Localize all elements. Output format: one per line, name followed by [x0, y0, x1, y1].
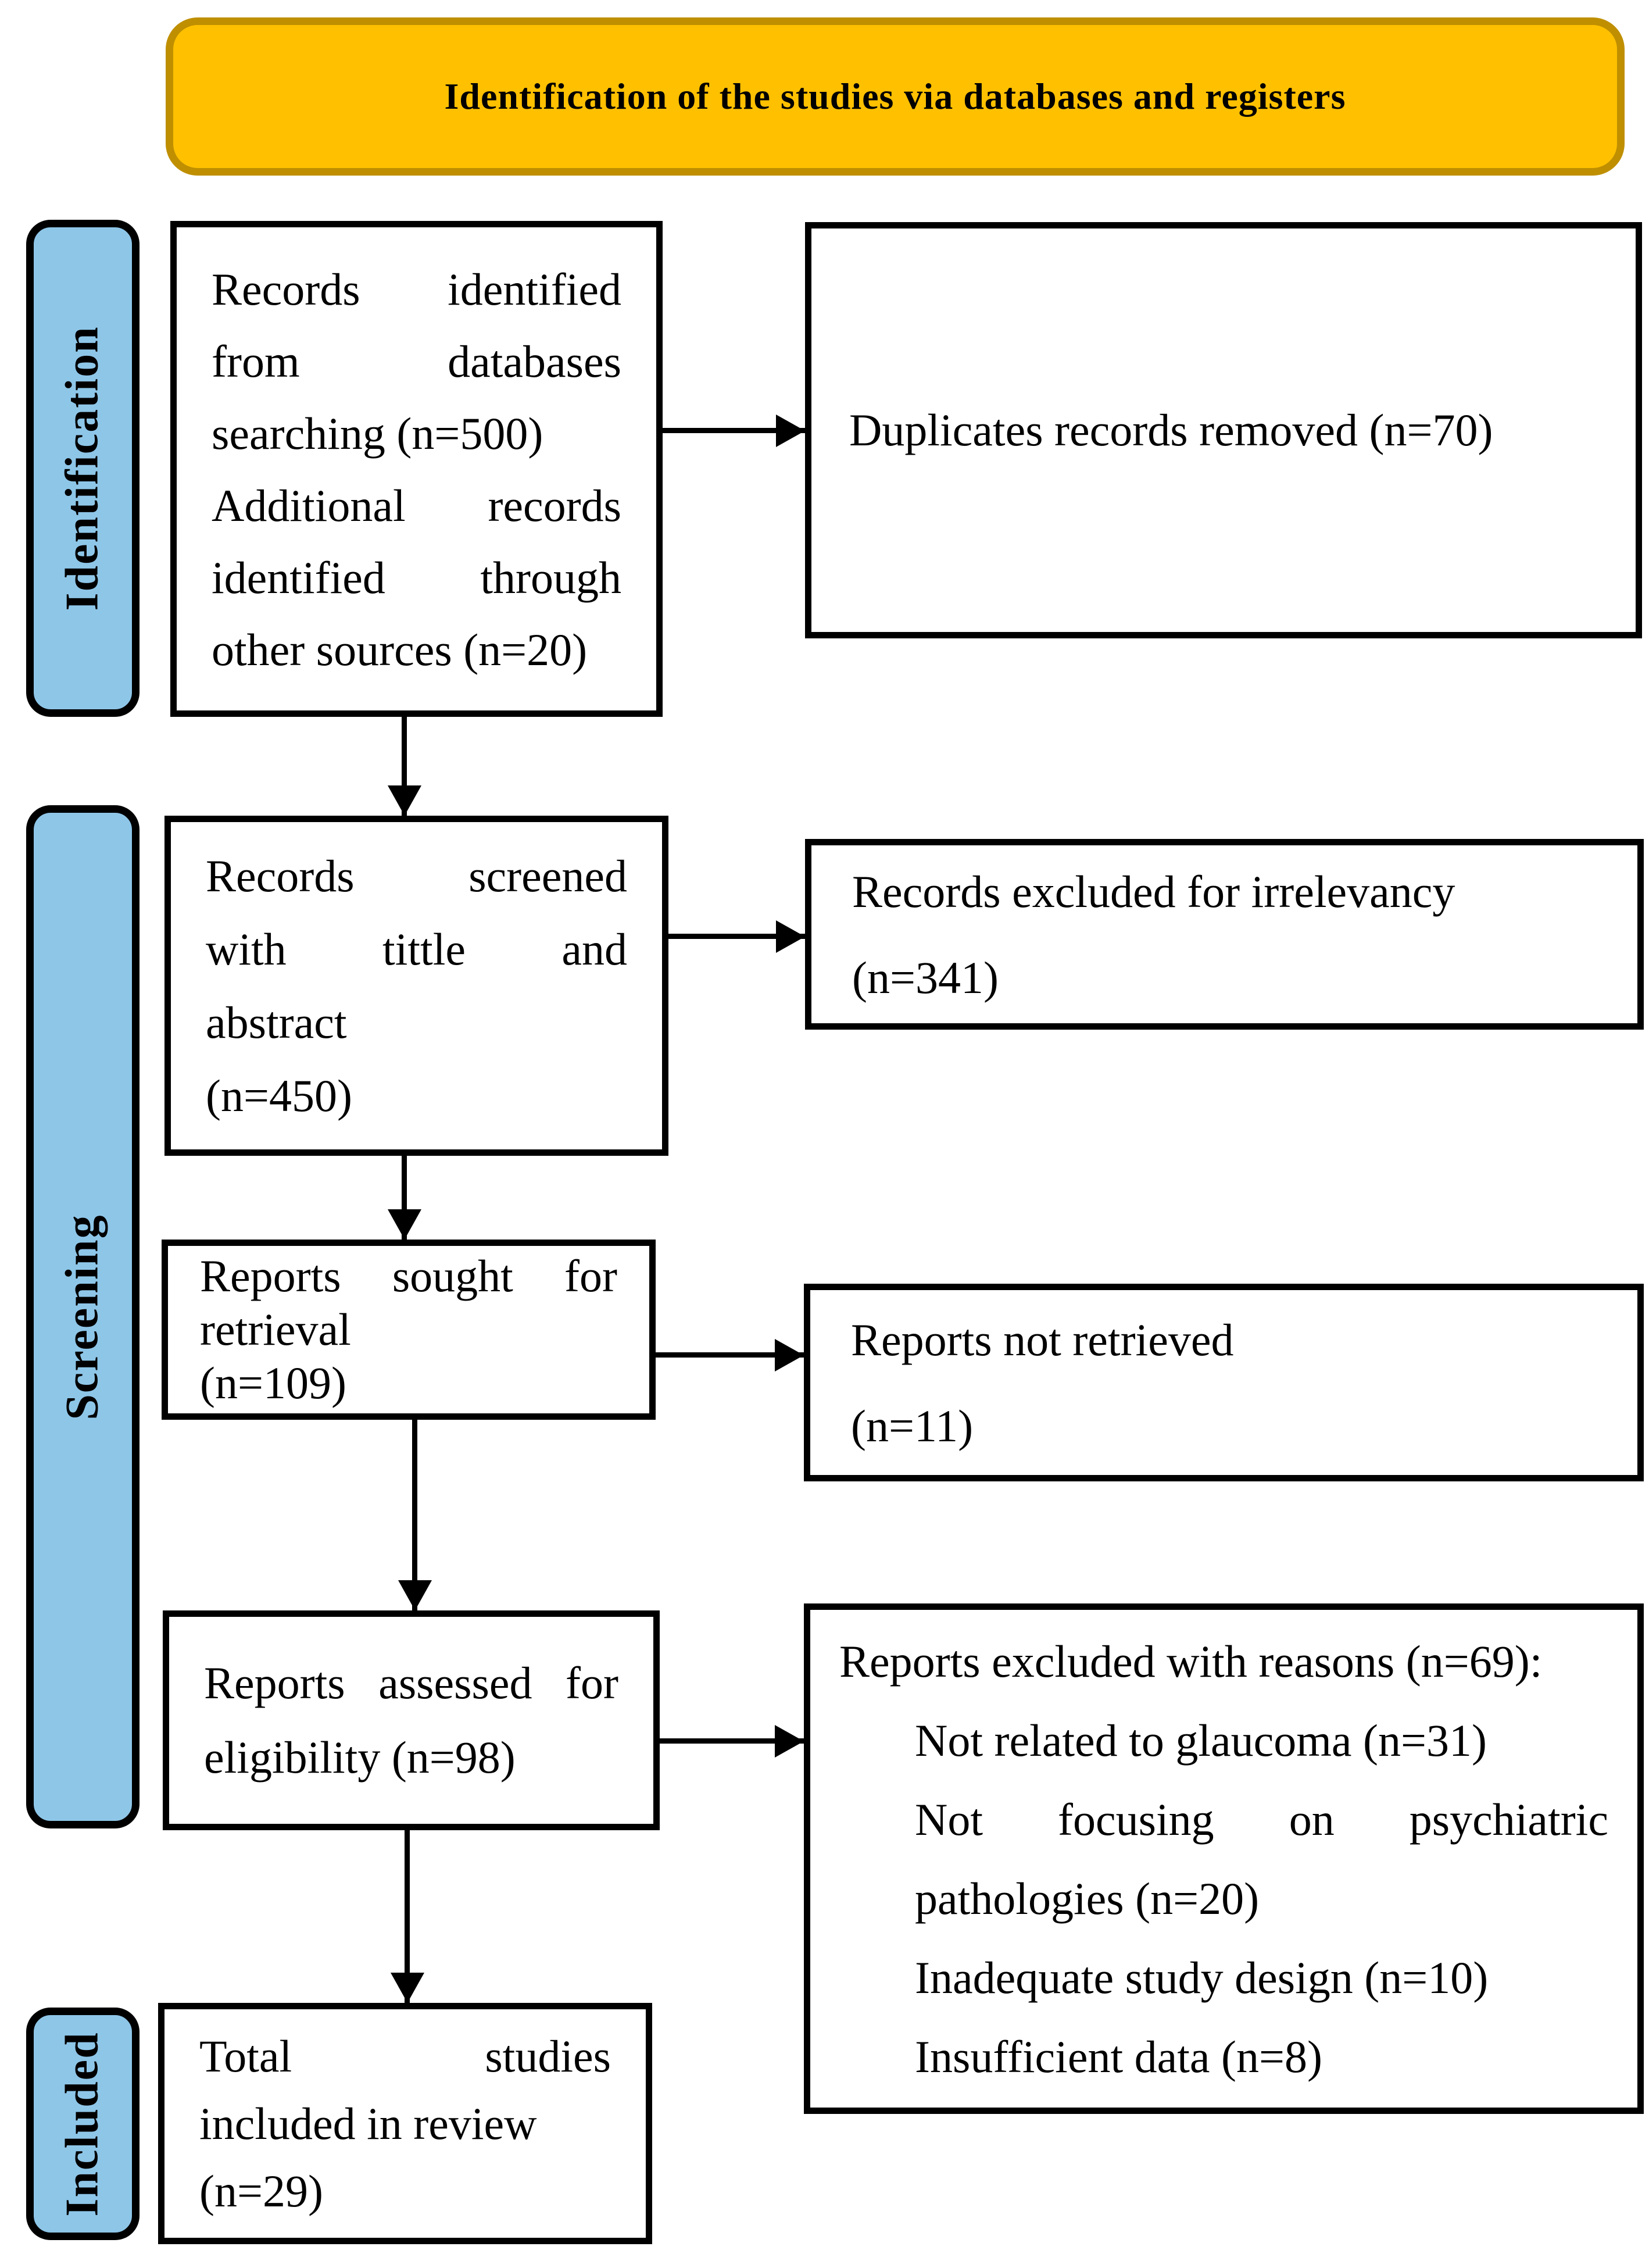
word: Total	[199, 2031, 292, 2081]
word: through	[480, 552, 621, 603]
stage-label-identification: Identification	[57, 326, 109, 611]
word: psychiatric	[1409, 1794, 1608, 1845]
arrow-assessed-to-excluded-reasons	[660, 1738, 804, 1744]
word: assessed	[378, 1658, 532, 1708]
word: screened	[468, 851, 627, 901]
word: identified	[448, 264, 621, 315]
stage-label-included: Included	[57, 2031, 108, 2217]
stage-bar-screening: Screening	[26, 805, 139, 1828]
text-line: identified through	[212, 542, 621, 614]
box-reports-not-retrieved-text: Reports not retrieved (n=11)	[810, 1290, 1637, 1475]
text-line: Reports assessed for	[204, 1646, 618, 1720]
text-line: (n=29)	[199, 2166, 323, 2216]
stage-label-screening: Screening	[57, 1213, 109, 1420]
text-line: with tittle and	[206, 913, 627, 986]
word: on	[1289, 1794, 1335, 1845]
arrow-sought-to-not-retrieved	[656, 1352, 804, 1358]
word: identified	[212, 552, 385, 603]
text-line: Insufficient data (n=8)	[915, 2031, 1322, 2082]
text-line: (n=109)	[200, 1358, 346, 1408]
word: from	[212, 336, 300, 387]
text-line: Reports not retrieved	[851, 1315, 1234, 1365]
arrow-screened-to-excluded	[668, 934, 805, 939]
box-records-excluded-irrelevancy-text: Records excluded for irrelevancy (n=341)	[811, 845, 1637, 1023]
word: focusing	[1058, 1794, 1214, 1845]
box-records-identified-text: Records identified from databases searching …	[177, 227, 656, 710]
box-reports-excluded-reasons: Reports excluded with reasons (n=69): Not…	[804, 1603, 1644, 2114]
text-line: Reports sought for	[200, 1249, 617, 1303]
arrow-screened-to-sought	[402, 1156, 407, 1240]
text-line: Records excluded for irrelevancy	[852, 866, 1455, 917]
box-reports-assessed: Reports assessed for eligibility (n=98)	[163, 1610, 660, 1830]
box-reports-assessed-text: Reports assessed for eligibility (n=98)	[169, 1617, 653, 1824]
word: for	[564, 1251, 617, 1301]
text-line: Not related to glaucoma (n=31)	[915, 1715, 1487, 1766]
box-records-identified: Records identified from databases searching …	[170, 221, 663, 717]
word: with	[206, 924, 287, 974]
diagram-title-banner: Identification of the studies via databa…	[166, 17, 1625, 176]
text-line: Records screened	[206, 840, 627, 913]
text-line: Not focusing on psychiatric	[839, 1780, 1608, 1859]
box-reports-not-retrieved: Reports not retrieved (n=11)	[804, 1284, 1644, 1481]
arrow-sought-to-assessed	[412, 1420, 417, 1610]
word: Not	[915, 1794, 983, 1845]
arrow-identified-to-duplicates	[663, 428, 805, 433]
box-reports-sought-text: Reports sought for retrieval(n=109)	[168, 1246, 649, 1413]
text-line: Inadequate study design (n=10)	[915, 1952, 1489, 2003]
box-total-studies-included-text: Total studies included in review (n=29)	[164, 2009, 646, 2238]
text-line: (n=341)	[852, 952, 999, 1003]
box-reports-excluded-reasons-text: Reports excluded with reasons (n=69): Not…	[810, 1610, 1637, 2108]
word: records	[488, 480, 621, 531]
word: Reports	[200, 1251, 341, 1301]
text-line: Additional records	[212, 470, 621, 542]
text-line: abstract	[206, 997, 347, 1048]
stage-bar-included: Included	[26, 2008, 139, 2240]
text-line: eligibility (n=98)	[204, 1732, 516, 1783]
text-line: (n=11)	[851, 1401, 974, 1451]
text-line: pathologies (n=20)	[915, 1873, 1260, 1924]
box-duplicates-removed: Duplicates records removed (n=70)	[805, 222, 1642, 638]
text-line: from databases	[212, 326, 621, 398]
box-duplicates-removed-text: Duplicates records removed (n=70)	[811, 228, 1636, 632]
word: for	[566, 1658, 618, 1708]
stage-bar-identification: Identification	[26, 220, 139, 717]
text-line: searching (n=500)	[212, 408, 543, 459]
arrow-assessed-to-total-included	[405, 1830, 410, 2003]
box-records-screened-text: Records screened with tittle and abstract (n=4…	[171, 822, 662, 1149]
text-line: included in review	[199, 2098, 537, 2149]
text-line: Duplicates records removed (n=70)	[849, 405, 1493, 455]
word: sought	[392, 1251, 513, 1301]
text-line: Reports excluded with reasons (n=69):	[839, 1636, 1543, 1687]
box-records-screened: Records screened with tittle and abstract (n=4…	[164, 816, 668, 1156]
box-reports-sought: Reports sought for retrieval(n=109)	[162, 1240, 656, 1420]
word: Additional	[212, 480, 406, 531]
word: studies	[485, 2031, 611, 2081]
diagram-title: Identification of the studies via databa…	[444, 76, 1346, 117]
text-line: Total studies	[199, 2023, 611, 2090]
box-records-excluded-irrelevancy: Records excluded for irrelevancy (n=341)	[805, 839, 1644, 1030]
word: Records	[206, 851, 355, 901]
word: tittle	[382, 924, 466, 974]
arrow-identified-to-screened	[402, 717, 407, 816]
text-line: Records identified	[212, 253, 621, 326]
word: and	[561, 924, 627, 974]
word: Reports	[204, 1658, 345, 1708]
box-total-studies-included: Total studies included in review (n=29)	[158, 2003, 652, 2244]
text-line: (n=450)	[206, 1070, 352, 1121]
word: databases	[448, 336, 621, 387]
text-line: retrieval	[200, 1304, 351, 1355]
text-line: other sources (n=20)	[212, 624, 588, 675]
word: Records	[212, 264, 360, 315]
